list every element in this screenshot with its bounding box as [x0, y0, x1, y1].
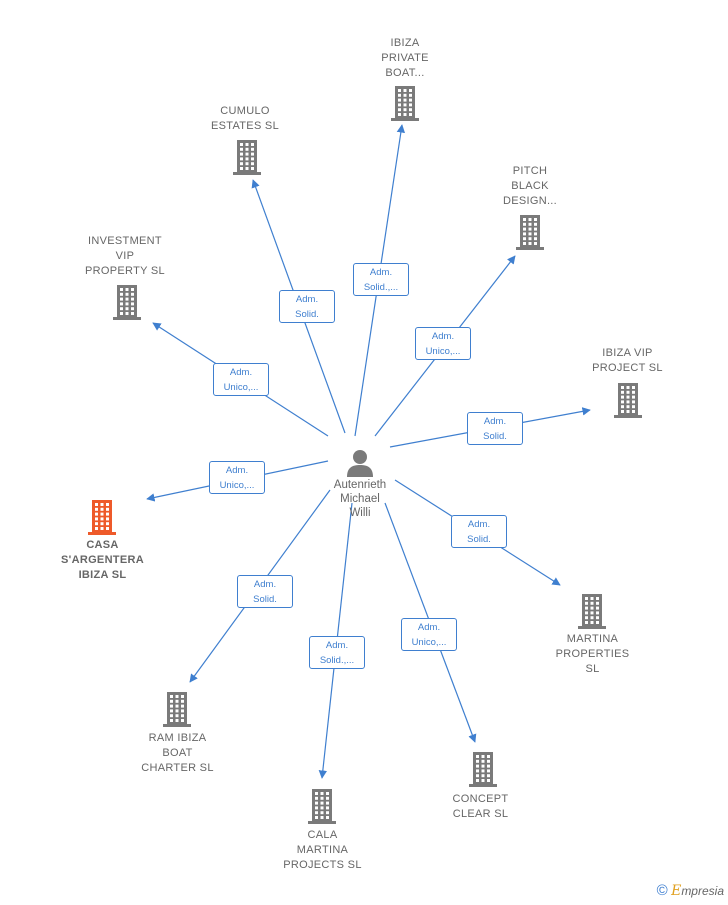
brand-logo-e: E [671, 883, 682, 899]
relation-type: Unico,... [425, 345, 461, 357]
building-icon [516, 215, 544, 250]
person-node[interactable]: Autenrieth Michael Willi [318, 448, 402, 520]
company-node-cala-martina-projects[interactable] [306, 788, 338, 824]
company-name: INVESTMENT VIP PROPERTY SL [85, 235, 165, 277]
relation-label-cumulo-estates[interactable]: Adm. Solid. [279, 290, 335, 323]
company-name: CONCEPT CLEAR SL [452, 793, 509, 820]
company-label-concept-clear[interactable]: CONCEPT CLEAR SL [438, 792, 523, 822]
building-icon [391, 86, 419, 121]
building-icon [113, 285, 141, 320]
brand-logo-text: mpresia [681, 884, 724, 898]
relation-type: Solid.,... [363, 281, 399, 293]
building-icon [469, 752, 497, 787]
company-name: PITCH BLACK DESIGN... [502, 165, 558, 207]
company-label-ibiza-vip-project[interactable]: IBIZA VIP PROJECT SL [580, 346, 675, 376]
relation-label-pitch-black-design[interactable]: Adm. Unico,... [415, 327, 471, 360]
company-node-ibiza-vip-project[interactable] [612, 382, 644, 418]
relation-type: Solid. [483, 430, 507, 442]
relation-role: Adm. [467, 519, 491, 530]
company-label-investment-vip-property[interactable]: INVESTMENT VIP PROPERTY SL [70, 234, 180, 279]
relation-label-cala-martina-projects[interactable]: Adm. Solid.,... [309, 636, 365, 669]
company-label-ram-ibiza-boat-charter[interactable]: RAM IBIZA BOAT CHARTER SL [130, 731, 225, 776]
relation-role: Adm. [225, 465, 249, 476]
person-icon [347, 450, 373, 477]
company-name: RAM IBIZA BOAT CHARTER SL [141, 732, 214, 774]
relation-role: Adm. [295, 294, 319, 305]
company-node-pitch-black-design[interactable] [514, 214, 546, 250]
company-name: IBIZA VIP PROJECT SL [592, 347, 663, 374]
building-icon [233, 140, 261, 175]
company-name: CALA MARTINA PROJECTS SL [283, 829, 362, 871]
building-icon [308, 789, 336, 824]
relation-role: Adm. [229, 367, 253, 378]
company-node-investment-vip-property[interactable] [111, 284, 143, 320]
relation-label-ibiza-private-boat[interactable]: Adm. Solid.,... [353, 263, 409, 296]
company-name: CASA S'ARGENTERA IBIZA SL [61, 539, 144, 581]
relation-type: Solid. [467, 533, 491, 545]
relation-role: Adm. [253, 579, 277, 590]
relation-type: Solid. [253, 593, 277, 605]
relation-role: Adm. [325, 640, 349, 651]
company-label-martina-properties[interactable]: MARTINA PROPERTIES SL [545, 632, 640, 677]
building-icon [163, 692, 191, 727]
relation-role: Adm. [417, 622, 441, 633]
relation-type: Unico,... [219, 479, 255, 491]
relation-label-concept-clear[interactable]: Adm. Unico,... [401, 618, 457, 651]
company-node-cumulo-estates[interactable] [231, 139, 263, 175]
company-label-cala-martina-projects[interactable]: CALA MARTINA PROJECTS SL [275, 828, 370, 873]
company-name: MARTINA PROPERTIES SL [555, 633, 630, 675]
relation-type: Unico,... [223, 381, 259, 393]
relation-label-casa-sargentera[interactable]: Adm. Unico,... [209, 461, 265, 494]
building-icon [88, 500, 116, 535]
relation-role: Adm. [431, 331, 455, 342]
person-name: Autenrieth Michael Willi [333, 479, 387, 519]
company-node-ibiza-private-boat[interactable] [389, 85, 421, 121]
relation-label-martina-properties[interactable]: Adm. Solid. [451, 515, 507, 548]
company-node-casa-sargentera[interactable] [86, 499, 118, 535]
relation-type: Solid. [295, 308, 319, 320]
company-label-cumulo-estates[interactable]: CUMULO ESTATES SL [200, 104, 290, 134]
relation-type: Solid.,... [319, 654, 355, 666]
company-node-martina-properties[interactable] [576, 593, 608, 629]
relation-label-ibiza-vip-project[interactable]: Adm. Solid. [467, 412, 523, 445]
building-icon [578, 594, 606, 629]
footer-brand[interactable]: © Empresia [657, 882, 724, 899]
company-label-pitch-black-design[interactable]: PITCH BLACK DESIGN... [485, 164, 575, 209]
company-node-concept-clear[interactable] [467, 751, 499, 787]
company-label-casa-sargentera[interactable]: CASA S'ARGENTERA IBIZA SL [50, 538, 155, 583]
copyright-icon: © [656, 882, 668, 899]
company-node-ram-ibiza-boat-charter[interactable] [161, 691, 193, 727]
relation-role: Adm. [483, 416, 507, 427]
company-name: CUMULO ESTATES SL [210, 105, 279, 132]
relation-role: Adm. [369, 267, 393, 278]
relation-type: Unico,... [411, 636, 447, 648]
relation-label-investment-vip-property[interactable]: Adm. Unico,... [213, 363, 269, 396]
building-icon [614, 383, 642, 418]
relation-label-ram-ibiza-boat-charter[interactable]: Adm. Solid. [237, 575, 293, 608]
company-label-ibiza-private-boat[interactable]: IBIZA PRIVATE BOAT... [360, 36, 450, 81]
company-name: IBIZA PRIVATE BOAT... [381, 37, 429, 79]
